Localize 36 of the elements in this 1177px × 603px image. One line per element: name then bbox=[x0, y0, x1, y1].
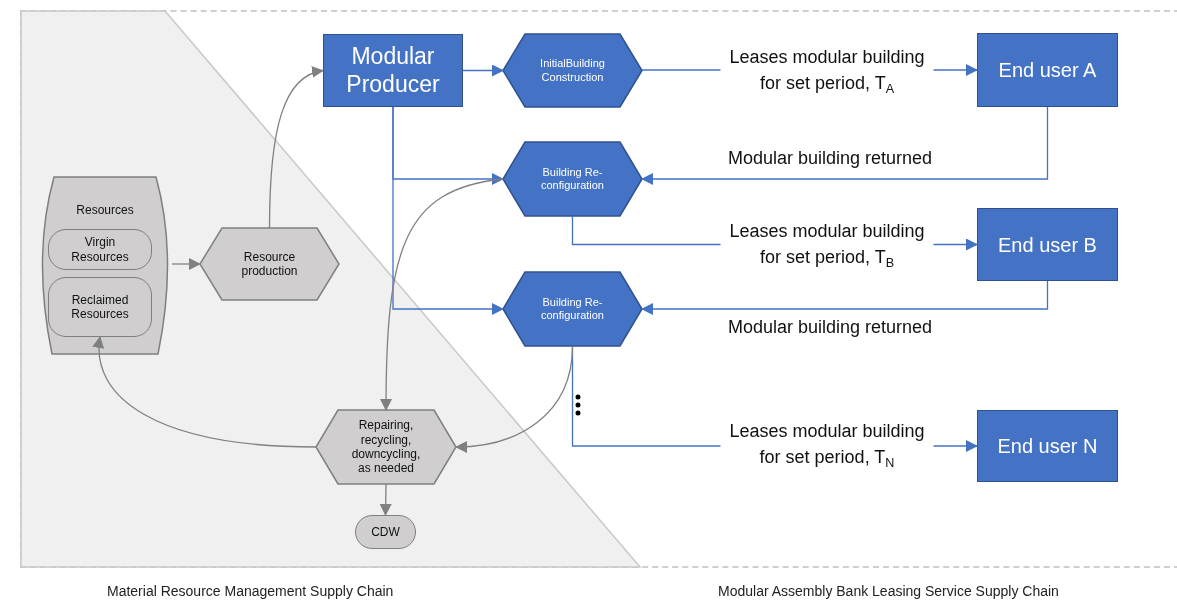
rounded-box bbox=[48, 229, 152, 270]
node-label: Repairing, recycling, downcycling, as needed bbox=[350, 418, 422, 476]
node-label: Building Re- configuration bbox=[540, 295, 605, 323]
hexagon-step bbox=[503, 34, 642, 107]
arrow bbox=[268, 67, 324, 229]
node-label: End user B bbox=[998, 232, 1097, 257]
arrow bbox=[171, 258, 201, 270]
node-label: End user N bbox=[997, 434, 1098, 458]
node-label: Modular Producer bbox=[345, 42, 441, 99]
arrow bbox=[641, 280, 1049, 315]
node-label: Resource production bbox=[240, 249, 299, 279]
arrow bbox=[455, 345, 574, 453]
arrow bbox=[392, 106, 504, 315]
node-label: Building Re- configuration bbox=[540, 165, 605, 193]
node-label: Resources bbox=[76, 203, 134, 218]
section-caption: Modular Assembly Bank Leasing Service Supply Chain bbox=[718, 583, 1059, 599]
hexagon-step bbox=[316, 410, 456, 484]
node-label: InitialBuilding Construction bbox=[539, 57, 606, 84]
node-label: Reclaimed Resources bbox=[70, 292, 130, 322]
section-caption: Material Resource Management Supply Chain bbox=[107, 583, 394, 599]
arrow bbox=[641, 106, 1049, 185]
node-label: Virgin Resources bbox=[70, 235, 130, 264]
arrow bbox=[93, 336, 317, 448]
hexagon-step bbox=[503, 272, 642, 346]
rounded-box bbox=[48, 277, 152, 337]
process-box bbox=[977, 33, 1118, 107]
arrow bbox=[379, 483, 392, 516]
process-box bbox=[977, 208, 1118, 281]
process-box bbox=[323, 34, 463, 107]
hexagon-step bbox=[200, 228, 339, 300]
arrow bbox=[462, 64, 504, 77]
node-label: CDW bbox=[371, 524, 400, 540]
arrow bbox=[380, 178, 504, 411]
node-label: End user A bbox=[998, 58, 1097, 82]
hexagon-step bbox=[503, 142, 642, 216]
process-box bbox=[977, 410, 1118, 482]
